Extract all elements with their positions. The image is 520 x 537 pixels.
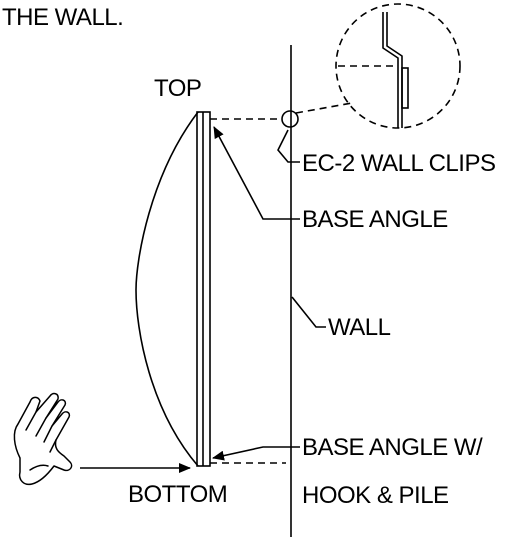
wall-clips-leader	[277, 129, 300, 163]
base-angle-hook-label-line1: BASE ANGLE W/	[302, 434, 483, 461]
wall-clips-label: EC-2 WALL CLIPS	[302, 150, 495, 177]
wall-leader	[291, 296, 326, 328]
header-fragment-text: THE WALL.	[2, 4, 123, 31]
wall-clip-marker	[281, 110, 299, 128]
bottom-label: BOTTOM	[128, 481, 227, 508]
base-angle-leader	[213, 126, 300, 220]
base-angle-hook-leader	[212, 446, 300, 461]
base-angle-label: BASE ANGLE	[302, 206, 448, 233]
panel-curve	[135, 111, 199, 467]
wall-label: WALL	[328, 314, 391, 341]
top-label: TOP	[154, 75, 201, 102]
detail-leader	[295, 102, 353, 114]
base-angle-hook-label-line2: HOOK & PILE	[302, 482, 449, 509]
hand-icon	[13, 392, 73, 486]
wall-clip-detail-icon	[382, 12, 409, 128]
